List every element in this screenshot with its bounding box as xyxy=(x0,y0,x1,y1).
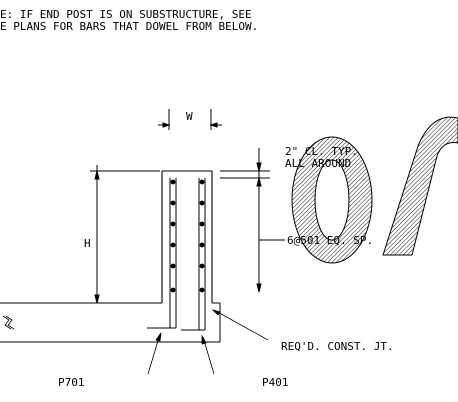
leaders xyxy=(147,309,269,375)
width-dimension xyxy=(158,109,222,130)
slab xyxy=(0,302,221,343)
clear-cover-line-2: ALL AROUND xyxy=(285,157,351,170)
height-dimension xyxy=(90,165,160,304)
note-line-2: E PLANS FOR BARS THAT DOWEL FROM BELOW. xyxy=(0,20,258,33)
note-line-1: E: IF END POST IS ON SUBSTRUCTURE, SEE xyxy=(0,8,252,21)
width-label: W xyxy=(186,110,193,123)
bar-p401-label: P401 xyxy=(262,376,289,389)
bar-dots xyxy=(170,179,205,293)
clear-cover-line-1: 2" CL. TYP. xyxy=(285,145,358,158)
clear-cover-dimension xyxy=(220,148,270,190)
height-label: H xyxy=(84,237,91,250)
joint-label: REQ'D. CONST. JT. xyxy=(281,340,394,353)
spacing-dimension xyxy=(256,190,285,293)
bar-p701-label: P701 xyxy=(58,376,85,389)
watermark xyxy=(291,116,458,264)
post xyxy=(161,170,213,303)
break-line xyxy=(2,315,15,330)
spacing-label: 6@501 EQ. SP. xyxy=(287,234,373,247)
reinforcing-bars xyxy=(147,178,206,331)
